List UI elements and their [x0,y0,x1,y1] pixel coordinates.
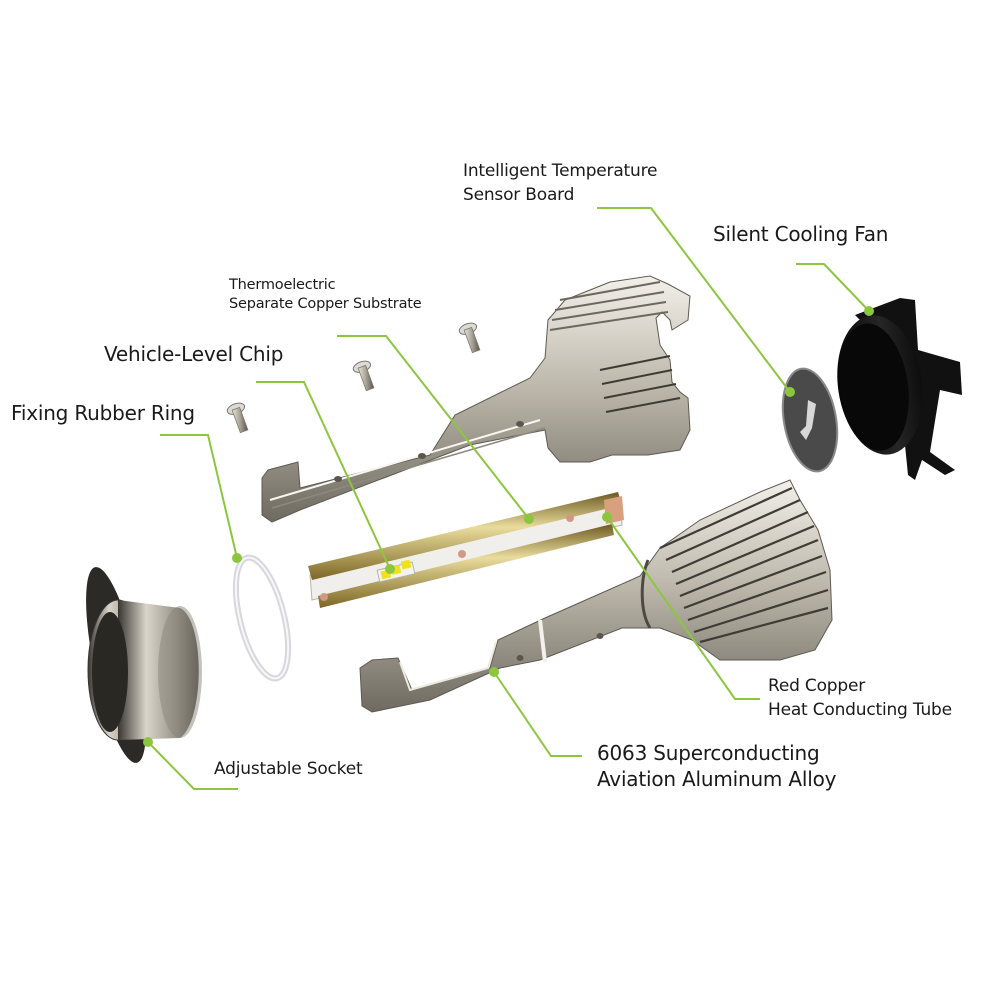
adjustable-socket [86,567,202,763]
callout-text: Heat Conducting Tube [768,700,952,720]
callout-lines [147,207,870,790]
callout-line-cooling-fan [796,263,870,312]
callout-text: Thermoelectric [229,277,336,293]
upper-heatsink-half [261,275,691,523]
callout-text: Fixing Rubber Ring [11,401,195,425]
callout-line-temp-sensor [597,207,791,393]
callout-heat-tube: Red Copper Heat Conducting Tube [768,674,952,722]
callout-socket: Adjustable Socket [214,757,363,781]
callout-text: Aviation Aluminum Alloy [597,767,837,791]
temperature-sensor-board [781,367,839,473]
callout-line-chip [256,381,391,570]
callout-line-socket [147,741,238,790]
callout-temp-sensor: Intelligent Temperature Sensor Board [463,159,657,207]
callout-text: Silent Cooling Fan [713,222,889,246]
callout-line-copper-substrate [337,335,530,520]
callout-text: Intelligent Temperature [463,161,658,181]
callout-copper-substrate: Thermoelectric Separate Copper Substrate [229,276,422,314]
callout-alloy: 6063 Superconducting Aviation Aluminum A… [597,740,836,792]
callout-chip: Vehicle-Level Chip [104,341,283,367]
callout-line-alloy [493,671,582,757]
callout-text: 6063 Superconducting [597,741,820,765]
fixing-rubber-ring [232,554,292,682]
callout-line-heat-tube [606,516,760,700]
screws [226,322,481,434]
lower-heatsink-half [359,479,833,713]
led-board [308,492,624,608]
callout-line-rubber-ring [160,434,238,559]
silent-cooling-fan [837,298,962,480]
callout-text: Red Copper [768,676,866,696]
callout-text: Adjustable Socket [214,759,363,779]
callout-cooling-fan: Silent Cooling Fan [713,221,888,247]
callout-text: Sensor Board [463,185,575,205]
callout-text: Vehicle-Level Chip [104,342,284,366]
callout-text: Separate Copper Substrate [229,296,422,312]
callout-rubber-ring: Fixing Rubber Ring [11,400,195,426]
callout-dots [143,306,874,747]
